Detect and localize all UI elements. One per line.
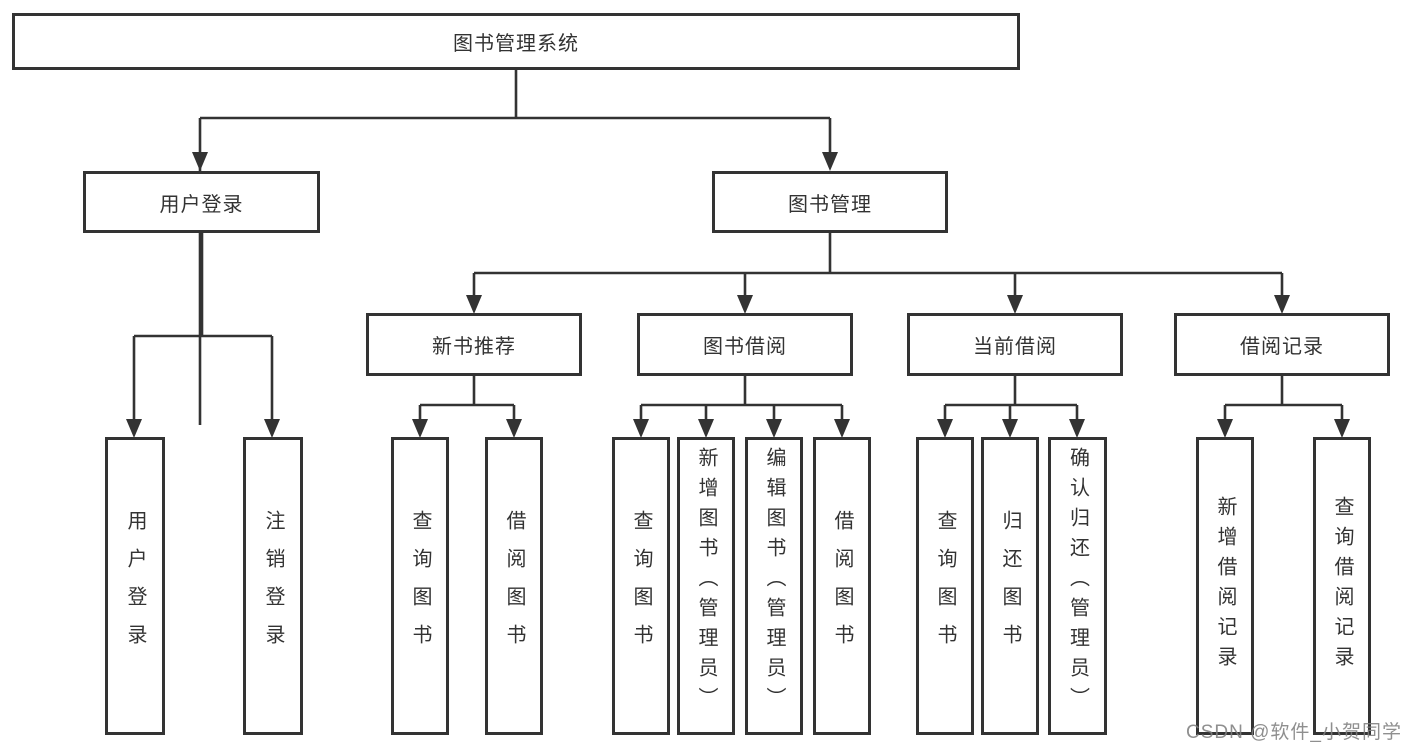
leaf-records-query: 查询借阅记录 xyxy=(1313,437,1371,735)
node-new-book-recommend: 新书推荐 xyxy=(366,313,582,376)
leaf-current-return: 归还图书 xyxy=(981,437,1039,735)
leaf-logout-label: 注销登录 xyxy=(262,510,284,662)
node-new-book-recommend-label: 新书推荐 xyxy=(432,336,516,358)
node-root-label: 图书管理系统 xyxy=(453,33,579,55)
node-root: 图书管理系统 xyxy=(12,13,1020,70)
leaf-borrow-book-label: 借阅图书 xyxy=(831,510,853,662)
leaf-records-add-label: 新增借阅记录 xyxy=(1214,496,1236,676)
node-current-borrow: 当前借阅 xyxy=(907,313,1123,376)
leaf-current-confirm-return: 确认归还（管理员） xyxy=(1048,437,1107,735)
leaf-current-query: 查询图书 xyxy=(916,437,974,735)
node-book-management-label: 图书管理 xyxy=(788,193,872,216)
leaf-current-confirm-return-label: 确认归还（管理员） xyxy=(1066,447,1089,717)
leaf-newbook-borrow-label: 借阅图书 xyxy=(503,510,525,662)
leaf-current-query-label: 查询图书 xyxy=(934,510,956,662)
leaf-borrow-add-label: 新增图书（管理员） xyxy=(695,447,717,717)
leaf-current-return-label: 归还图书 xyxy=(999,510,1021,662)
leaf-borrow-query: 查询图书 xyxy=(612,437,670,735)
leaf-logout: 注销登录 xyxy=(243,437,303,735)
leaf-user-login: 用户登录 xyxy=(105,437,165,735)
leaf-borrow-query-label: 查询图书 xyxy=(630,510,652,662)
node-book-borrow: 图书借阅 xyxy=(637,313,853,376)
watermark: CSDN @软件_小贺同学 xyxy=(1186,722,1402,743)
node-borrow-records: 借阅记录 xyxy=(1174,313,1390,376)
leaf-records-query-label: 查询借阅记录 xyxy=(1331,496,1353,676)
node-book-management: 图书管理 xyxy=(712,171,948,233)
leaf-newbook-borrow: 借阅图书 xyxy=(485,437,543,735)
leaf-user-login-label: 用户登录 xyxy=(124,510,146,662)
leaf-newbook-query: 查询图书 xyxy=(391,437,449,735)
node-borrow-records-label: 借阅记录 xyxy=(1240,336,1324,358)
leaf-newbook-query-label: 查询图书 xyxy=(409,510,431,662)
leaf-borrow-edit: 编辑图书（管理员） xyxy=(745,437,803,735)
leaf-borrow-edit-label: 编辑图书（管理员） xyxy=(763,447,785,717)
leaf-borrow-add: 新增图书（管理员） xyxy=(677,437,735,735)
node-current-borrow-label: 当前借阅 xyxy=(973,336,1057,358)
leaf-borrow-book: 借阅图书 xyxy=(813,437,871,735)
node-book-borrow-label: 图书借阅 xyxy=(703,336,787,358)
leaf-records-add: 新增借阅记录 xyxy=(1196,437,1254,735)
node-user-login: 用户登录 xyxy=(83,171,320,233)
node-user-login-label: 用户登录 xyxy=(159,193,244,216)
arrowheads xyxy=(126,152,1350,438)
